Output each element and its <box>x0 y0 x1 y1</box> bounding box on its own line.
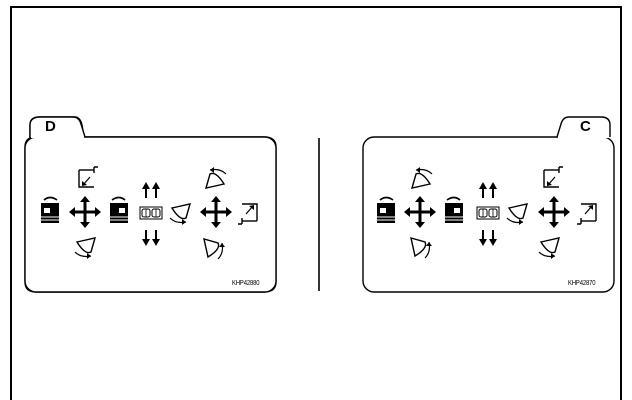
decal-d-part-number: KHP42880 <box>232 280 260 287</box>
decal-d <box>24 116 277 293</box>
decal-c-tab-label: C <box>580 118 591 135</box>
diagram-frame <box>10 6 622 400</box>
decal-c <box>362 116 615 293</box>
decal-d-tab-label: D <box>45 118 56 135</box>
decal-c-part-number: KHP42870 <box>568 280 596 287</box>
